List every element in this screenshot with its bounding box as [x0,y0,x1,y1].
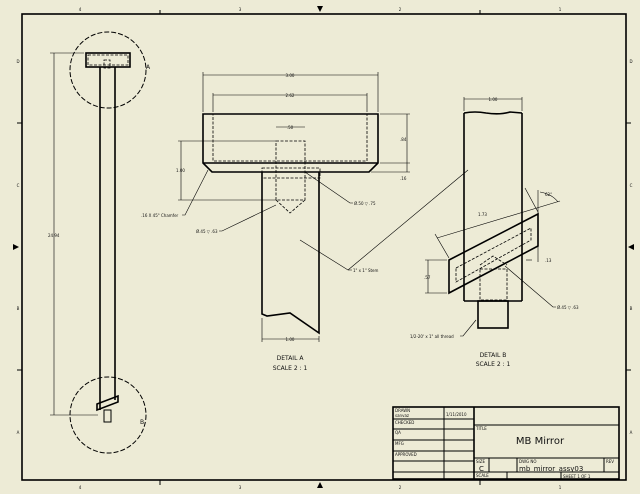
detail-b-title: DETAIL B [480,352,507,359]
drawn-label: DRAWN [395,408,410,413]
large-hole-note: Ø.50 ▽ .75 [354,201,376,206]
detail-b-scale: SCALE 2 : 1 [476,361,511,368]
column-label: 2 [399,7,402,12]
detail-b-view: 1.00 1.73 62° .13 .57 Ø.45 ▽ .63 1/2-20'… [410,97,579,368]
drawn-by: sanvaz [395,413,409,418]
row-label: A [17,430,20,435]
scale-label: SCALE [476,473,489,478]
detail-b-marker: B [140,419,144,426]
stem-note: 1" x 1" Stem [353,268,379,273]
sheet-number: SHEET 1 OF 1 [563,474,591,479]
detail-a-callout-circle [69,31,147,109]
drawn-date: 1/11/2010 [446,412,467,417]
rev-label: REV [606,459,614,464]
overall-length-dimension: 24.94 [48,233,60,238]
dimension-hole-width: .50 [287,125,294,130]
column-label: 3 [239,7,242,12]
detail-a-marker: A [146,64,151,71]
dwg-no-label: DWG NO [519,459,537,464]
dimension-inner-width: 2.62 [286,93,295,98]
center-mark-top [317,6,323,12]
row-labels: D C B A D C B A [16,59,632,435]
row-label: B [630,306,633,311]
approved-label: APPROVED [395,452,417,457]
dimension-height: .84 [400,137,407,142]
row-label: D [16,59,19,64]
mfg-label: MFG [395,441,404,446]
qa-label: QA [395,430,401,435]
center-mark-bottom [317,482,323,488]
border-frame [21,13,627,481]
size-label: SIZE [476,459,485,464]
dimension-thickness: .57 [424,275,431,280]
column-labels: 4 3 2 1 4 3 2 1 [79,7,562,490]
overview-view: A B 24.94 [48,31,151,454]
dimension-stem-width-b: 1.00 [489,97,498,102]
detail-a-scale: SCALE 2 : 1 [273,365,308,372]
hole-note-b: Ø.45 ▽ .63 [557,305,579,310]
title-block: DRAWN sanvaz 1/11/2010 CHECKED QA MFG AP… [392,406,620,480]
drawing-number: mb_mirror_assy03 [519,465,583,473]
thread-note: 1/2-20' x 1" all thread [410,334,454,339]
dimension-width: 3.00 [286,73,295,78]
row-label: C [630,183,633,188]
dimension-offset: .13 [545,258,552,263]
checked-label: CHECKED [395,420,414,425]
dimension-length: 1.73 [478,212,487,217]
column-label: 1 [559,7,562,12]
center-mark-left [13,244,19,250]
title-label: TITLE [475,426,487,431]
border-zone-markers [13,6,634,488]
column-label: 4 [79,485,82,490]
dimension-stem-width: 1.00 [286,337,295,342]
dimension-chamfer-height: .16 [400,176,407,181]
dimension-angle: 62° [545,192,552,197]
sheet-size: C [479,465,484,473]
small-hole-note: Ø.45 ▽ .63 [196,229,218,234]
row-label: B [17,306,20,311]
column-label: 2 [399,485,402,490]
detail-a-view: 3.00 2.62 .50 .84 .16 1.00 1.00 .16 X 45… [141,72,469,372]
row-label: D [629,59,632,64]
column-label: 3 [239,485,242,490]
drawing-title: MB Mirror [516,436,565,447]
center-mark-right [628,244,634,250]
row-label: A [630,430,633,435]
row-label: C [17,183,20,188]
column-label: 4 [79,7,82,12]
detail-a-title: DETAIL A [277,355,305,362]
column-label: 1 [559,485,562,490]
dimension-hole-depth: 1.00 [176,168,185,173]
chamfer-note: .16 X 45° Chamfer [141,213,179,218]
